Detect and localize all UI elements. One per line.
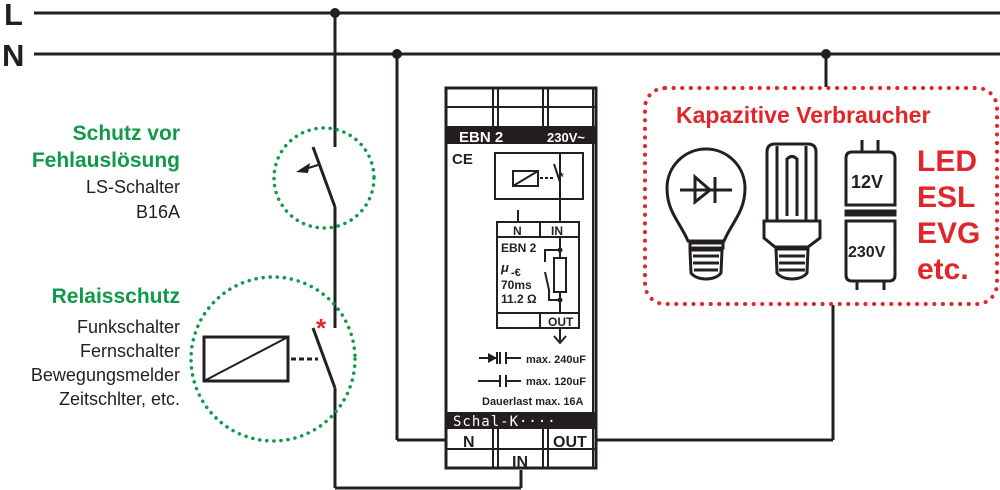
inner-resistance: 11.2 Ω: [501, 292, 537, 306]
device-header-bar: [446, 127, 596, 144]
inner-module: [496, 221, 580, 329]
breaker-title-line1: Schutz vor: [73, 122, 180, 145]
esl-lamp-icon: [762, 142, 822, 281]
terminal-in: IN: [512, 454, 528, 471]
breaker-desc-line2: B16A: [136, 202, 180, 222]
relay-item: Bewegungsmelder: [31, 365, 180, 385]
ebn2-device: EBN 2 230V~ CE * N IN OUT EBN 2 μ -€ 70m…: [444, 86, 598, 471]
breaker-title-line2: Fehlauslösung: [32, 149, 180, 172]
bypass-wire-top: [544, 249, 560, 262]
device-voltage: 230V~: [547, 130, 585, 145]
relay-coil-diagonal: [203, 336, 289, 382]
inner-terminal-in: IN: [551, 224, 563, 238]
bypass-wire-bottom: [544, 271, 560, 301]
phase-label: L: [4, 0, 23, 32]
ce-mark: CE: [452, 151, 473, 168]
breaker-desc-line1: LS-Schalter: [86, 177, 180, 197]
loads-box: [643, 86, 999, 306]
load-type: EVG: [917, 217, 980, 250]
loads-title: Kapazitive Verbraucher: [676, 102, 930, 128]
breaker-switch-blade: [311, 146, 337, 208]
spec-capacitance: max. 120uF: [526, 376, 586, 388]
device-relay-asterisk: *: [559, 170, 564, 184]
device-relay-frame: [494, 152, 584, 200]
transformer-icon: [844, 140, 897, 290]
device-relay-coil-icon: [512, 170, 539, 187]
neutral-label: N: [2, 38, 24, 73]
trip-arrow-head: [296, 163, 310, 173]
transformer-secondary-voltage: 12V: [851, 172, 883, 192]
relay-item: Fernschalter: [80, 341, 180, 361]
out-arrow-head: [553, 335, 567, 345]
load-type: etc.: [917, 253, 969, 286]
spec-continuous-load: Dauerlast max. 16A: [482, 396, 584, 408]
inner-time: 70ms: [501, 278, 532, 292]
relay-item: Funkschalter: [77, 317, 180, 337]
brand-logo: Schal-K····: [453, 414, 557, 430]
inner-terminal-n: N: [513, 224, 522, 238]
brand-bar: [446, 412, 596, 429]
resistor-icon: [553, 257, 567, 293]
spec-diode-capacitance: max. 240uF: [526, 354, 586, 366]
device-relay-coil-diagonal: [512, 170, 539, 187]
inner-terminal-out: OUT: [548, 315, 574, 329]
breaker-highlight-circle: [272, 126, 376, 230]
led-bulb-icon: [665, 147, 747, 281]
relay-highlight-circle: [189, 275, 357, 443]
device-body: [444, 86, 598, 470]
relay-item: Zeitschlter, etc.: [59, 389, 180, 409]
inner-relay-contact: [553, 163, 561, 183]
transformer-primary-voltage: 230V: [848, 244, 886, 261]
inner-mu: μ: [500, 260, 509, 275]
terminal-n: N: [463, 434, 475, 451]
relay-asterisk: *: [316, 313, 327, 343]
terminal-out: OUT: [553, 434, 587, 451]
relay-switch-blade: [311, 327, 337, 389]
device-name: EBN 2: [459, 129, 503, 146]
inner-contact-symbol: -€: [511, 267, 521, 279]
load-type: LED: [917, 145, 977, 178]
load-type: ESL: [917, 181, 975, 214]
relay-title: Relaisschutz: [52, 285, 180, 308]
inner-device-name: EBN 2: [501, 241, 537, 255]
